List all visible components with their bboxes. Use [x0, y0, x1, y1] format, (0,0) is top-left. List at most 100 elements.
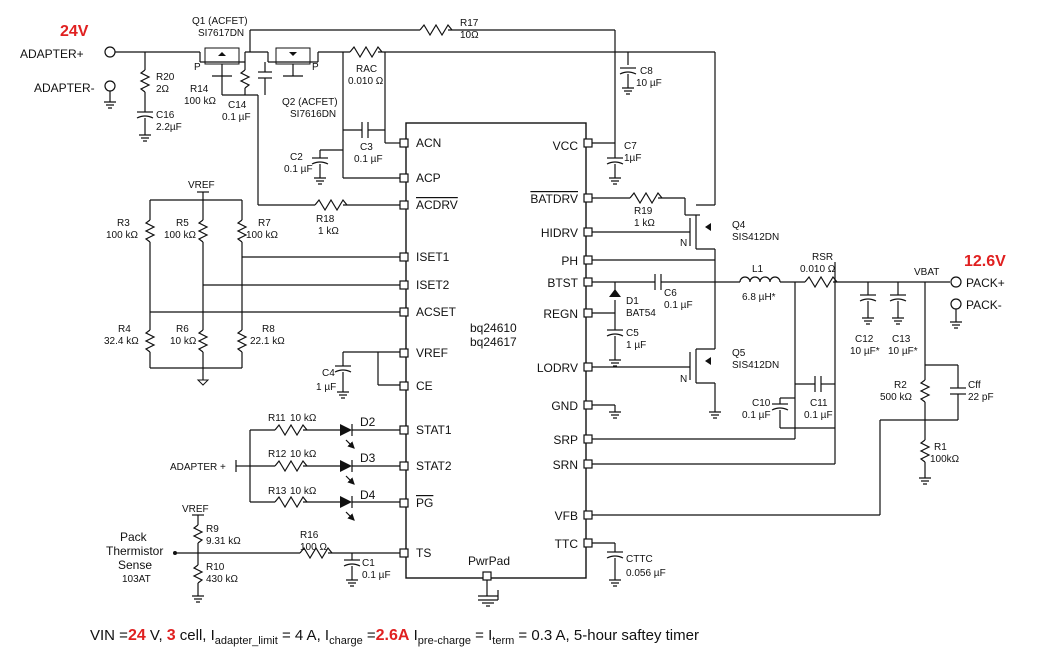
adapter-plus-label: ADAPTER+ [20, 47, 84, 61]
footer-sub-term: term [492, 635, 514, 647]
c13-value: 10 µF* [888, 346, 918, 357]
pin-stat2: STAT2 [416, 459, 452, 473]
pin-ph: PH [561, 254, 578, 268]
footer-charge-value: 2.6A [376, 627, 410, 644]
c1-ref: C1 [362, 558, 375, 569]
pin-ts: TS [416, 546, 431, 560]
adapter-minus-terminal [104, 80, 116, 92]
pin-acn: ACN [416, 136, 441, 150]
top-rail [104, 23, 716, 205]
ic-part-2: bq24617 [470, 335, 517, 349]
d3-ref: D3 [360, 451, 376, 465]
l1-value: 6.8 µH* [742, 292, 776, 303]
cff-value: 22 pF [968, 392, 994, 403]
r19-ref: R19 [634, 206, 653, 217]
r11-ref: R11 [268, 413, 286, 424]
c5-value: 1 µF [626, 340, 646, 351]
pack-plus-terminal [950, 276, 962, 288]
r3-value: 100 kΩ [106, 230, 138, 241]
thermistor-label-1: Pack [120, 530, 148, 544]
ic-left-pins: ACN ACP ACDRV ISET1 ISET2 ACSET VREF CE … [399, 136, 458, 560]
c3-ref: C3 [360, 142, 373, 153]
c6-value: 0.1 µF [664, 300, 693, 311]
input-voltage-label: 24V [60, 23, 89, 40]
pin-srp: SRP [553, 433, 578, 447]
footer-equation: VIN =24 V,3 cell, Iadapter_limit = 4 A, … [90, 627, 699, 647]
c4-ref: C4 [322, 368, 335, 379]
pin-pg: PG [416, 496, 433, 510]
pin-acp: ACP [416, 171, 441, 185]
pin-batdrv: BATDRV [530, 192, 578, 206]
pin-iset1: ISET1 [416, 250, 450, 264]
r1-value: 100kΩ [930, 454, 960, 465]
thermistor-part: 103AT [122, 574, 151, 585]
pin-iset2: ISET2 [416, 278, 450, 292]
c7-value: 1µF [624, 153, 641, 164]
pack-minus-label: PACK- [966, 298, 1002, 312]
pin-ce: CE [416, 379, 433, 393]
adapter-plus-terminal [104, 46, 116, 58]
r4-ref: R4 [118, 324, 131, 335]
r5-value: 100 kΩ [164, 230, 196, 241]
q1-label: Q1 (ACFET) [192, 16, 248, 27]
q2-type: P [312, 62, 319, 73]
r5-ref: R5 [176, 218, 189, 229]
r20-value: 2Ω [156, 84, 170, 95]
status-leds [235, 423, 400, 521]
c8-value: 10 µF [636, 78, 662, 89]
r17-ref: R17 [460, 18, 479, 29]
r9-value: 9.31 kΩ [206, 536, 241, 547]
rac-resistor [349, 45, 383, 59]
adapter-minus-label: ADAPTER- [34, 81, 95, 95]
pin-acset: ACSET [416, 305, 457, 319]
c14-value: 0.1 µF [222, 112, 251, 123]
q2-part: SI7616DN [290, 109, 336, 120]
rac-value: 0.010 Ω [348, 76, 384, 87]
pin-regn: REGN [543, 307, 578, 321]
vbat-label: VBAT [914, 267, 939, 278]
q2-label: Q2 (ACFET) [282, 97, 338, 108]
pin-vcc: VCC [553, 139, 579, 153]
vref-label-bottom: VREF [182, 504, 209, 515]
footer-eq2: = [363, 627, 376, 644]
power-stage [592, 191, 966, 587]
rac-ref: RAC [356, 64, 377, 75]
c10-value: 0.1 µF [742, 410, 771, 421]
rsr-value: 0.010 Ω [800, 264, 836, 275]
cttc-value: 0.056 µF [626, 568, 666, 579]
c12-ref: C12 [855, 334, 874, 345]
c14-ref: C14 [228, 100, 247, 111]
c2-value: 0.1 µF [284, 164, 313, 175]
r17-value: 10Ω [460, 30, 479, 41]
r16-value: 100 Ω [300, 542, 327, 553]
c1-value: 0.1 µF [362, 570, 391, 581]
r1-ref: R1 [934, 442, 947, 453]
d1-part: BAT54 [626, 308, 656, 319]
c7-ref: C7 [624, 141, 637, 152]
pin-hidrv: HIDRV [541, 226, 578, 240]
iset-network: VREF [144, 180, 400, 386]
r17-resistor [419, 23, 453, 37]
footer-vin-prefix: VIN = [90, 627, 128, 644]
c13-ref: C13 [892, 334, 911, 345]
vref-label-top: VREF [188, 180, 215, 191]
q5-ref: Q5 [732, 348, 746, 359]
q5-type: N [680, 374, 687, 385]
footer-eq3: = I [471, 627, 492, 644]
pin-btst: BTST [547, 276, 578, 290]
pin-lodrv: LODRV [537, 361, 578, 375]
r3-ref: R3 [117, 218, 130, 229]
r9-ref: R9 [206, 524, 219, 535]
c2-ref: C2 [290, 152, 303, 163]
r19-value: 1 kΩ [634, 218, 655, 229]
r20-ref: R20 [156, 72, 175, 83]
c11-value: 0.1 µF [804, 410, 833, 421]
r6-value: 10 kΩ [170, 336, 197, 347]
pack-plus-label: PACK+ [966, 276, 1005, 290]
q1-type: P [194, 62, 201, 73]
q4-type: N [680, 238, 687, 249]
ic-pad-label: PwrPad [468, 554, 510, 568]
c16-ref: C16 [156, 110, 175, 121]
pin-srn: SRN [553, 458, 578, 472]
